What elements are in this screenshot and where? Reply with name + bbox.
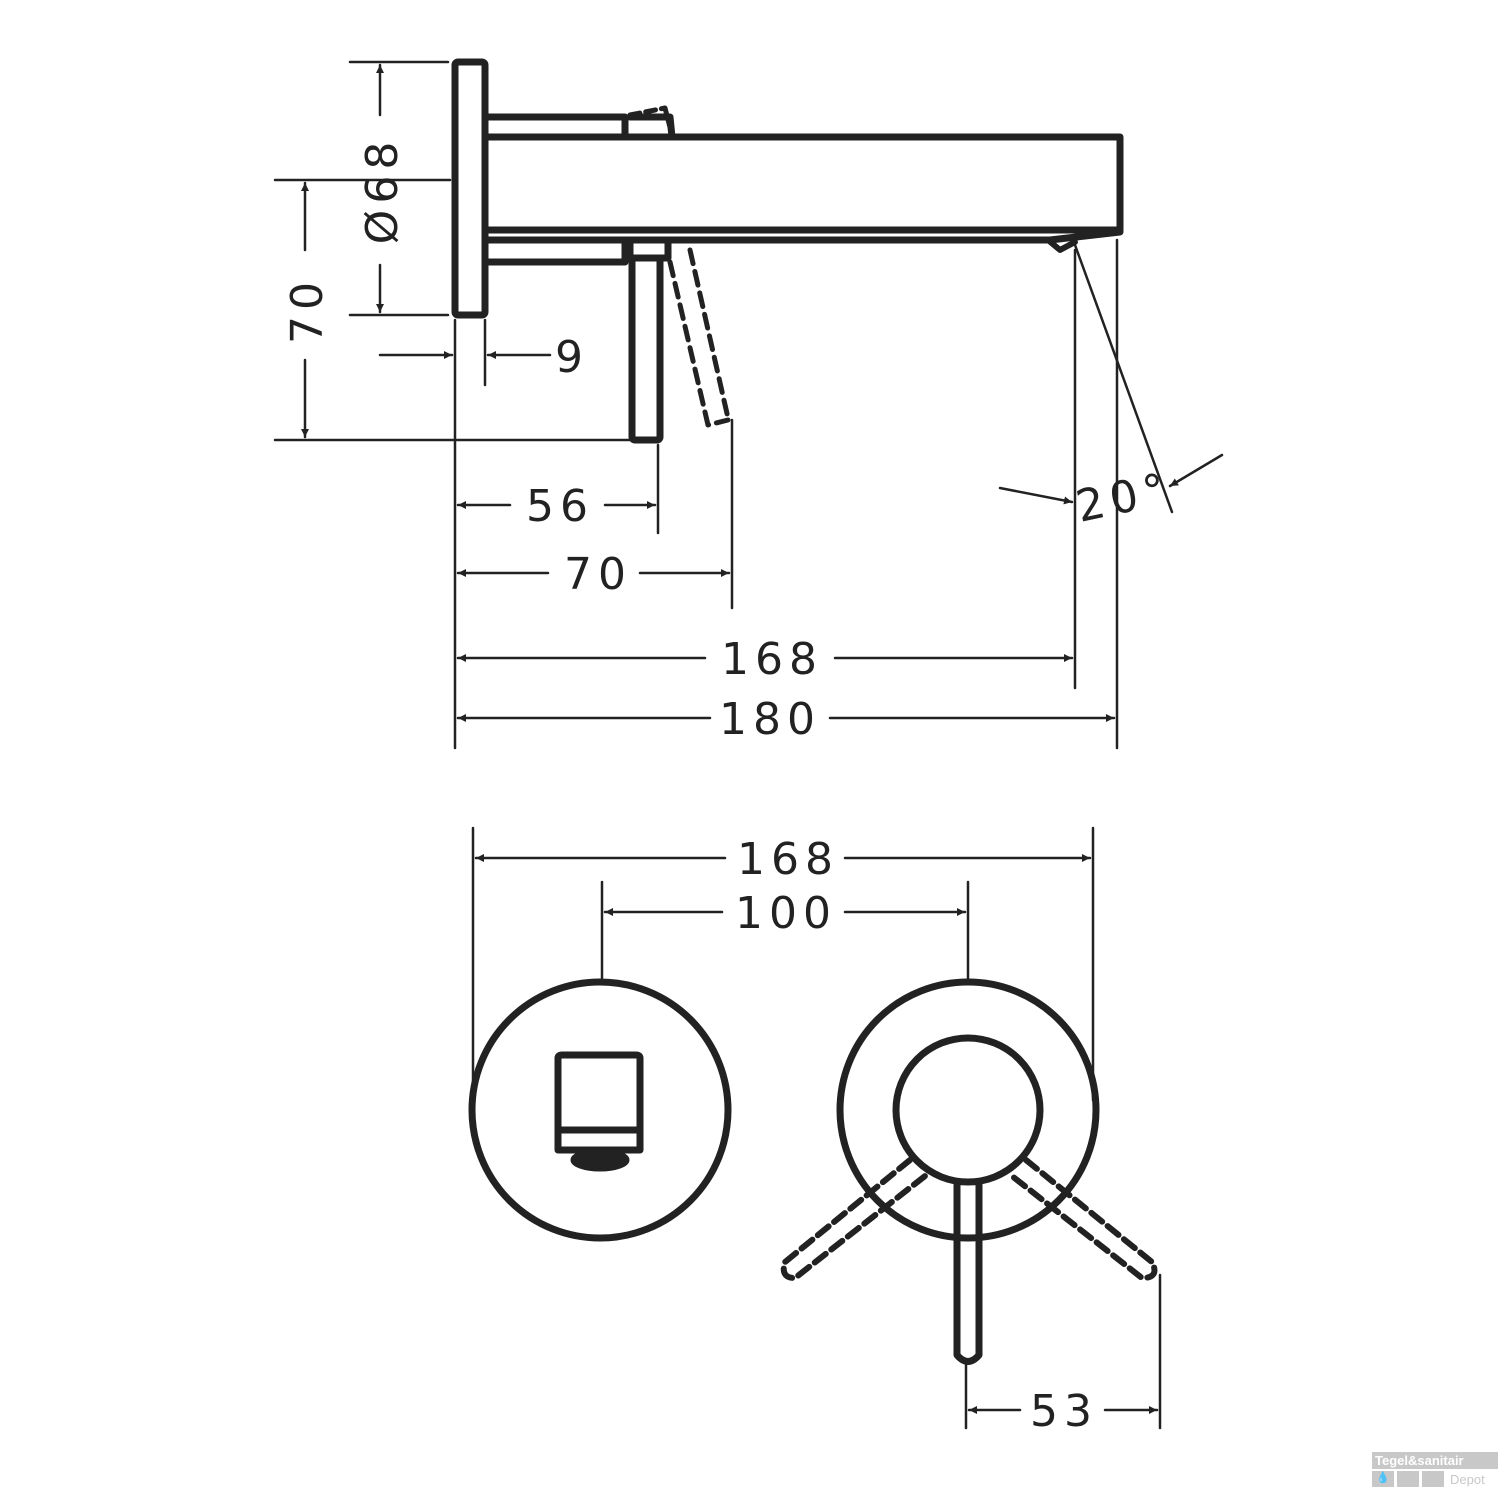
aerator-front <box>570 1148 630 1172</box>
lever-right-dashed <box>1009 1157 1158 1281</box>
dim-flange-diameter: Ø68 <box>357 136 408 245</box>
tile-icon <box>1397 1471 1419 1487</box>
front-view <box>468 978 1158 1365</box>
wall-flange <box>451 58 489 319</box>
dim-lever-swing: 53 <box>1030 1386 1098 1437</box>
dim-spout-angle: 20° <box>1072 463 1177 533</box>
dim-height: 70 <box>282 276 333 344</box>
lever-tilted-dashed <box>667 247 731 428</box>
watermark-logo: Tegel&sanitair 💧 Depot <box>1372 1452 1498 1487</box>
lever-left-dashed <box>780 1157 928 1281</box>
front-extension-lines <box>471 826 1162 1430</box>
spout-front <box>554 1051 644 1154</box>
side-view <box>451 58 1124 444</box>
aerator <box>1045 237 1078 253</box>
mixer-rosette <box>836 978 1100 1242</box>
lever <box>628 254 664 444</box>
tile-icon <box>1422 1471 1444 1487</box>
dim-overall-width: 168 <box>737 834 839 885</box>
side-dimension-lines <box>301 63 1224 722</box>
dim-spout-outlet: 168 <box>721 634 823 685</box>
dim-flange-thickness: 9 <box>555 332 589 383</box>
side-extension-lines <box>273 60 1174 750</box>
spout-rosette <box>468 978 732 1242</box>
spout <box>481 133 1124 234</box>
front-dimension-lines <box>474 854 1159 1414</box>
lever-front <box>953 1178 983 1365</box>
upper-lever-dashed <box>627 105 675 138</box>
watermark-line2: Depot <box>1450 1471 1485 1487</box>
dim-center-distance: 100 <box>735 888 837 939</box>
watermark-line1: Tegel&sanitair <box>1372 1452 1498 1469</box>
dim-lever-distance: 56 <box>526 481 594 532</box>
drop-icon: 💧 <box>1372 1471 1394 1487</box>
dim-spout-length: 180 <box>719 694 821 745</box>
dim-lever-tilt-distance: 70 <box>564 549 632 600</box>
mixer-hub <box>892 1034 1044 1186</box>
